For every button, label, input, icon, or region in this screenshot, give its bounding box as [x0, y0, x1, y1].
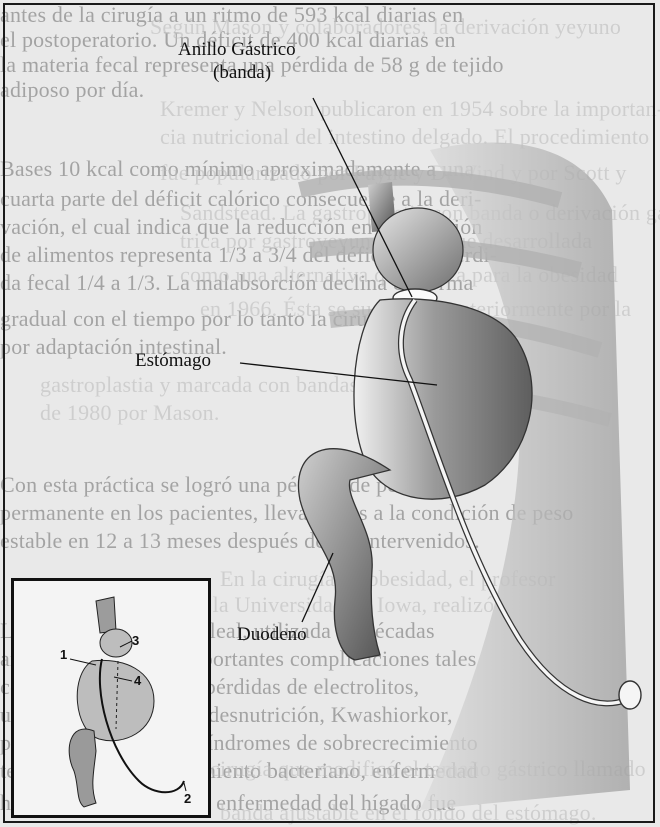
inset-leader-2 [184, 783, 186, 791]
inset-number-4: 4 [134, 673, 141, 688]
inset-number-1: 1 [60, 647, 67, 662]
label-duodenum: Duodeno [237, 624, 307, 646]
leader-line-band [313, 98, 412, 297]
inset-number-3: 3 [132, 633, 139, 648]
inset-esophagus [96, 597, 116, 633]
label-band-line2: (banda) [213, 62, 271, 84]
inset-diagram: 1 3 4 2 [11, 578, 211, 818]
inset-number-2: 2 [184, 791, 191, 806]
inset-duodenum [69, 729, 96, 807]
access-port [619, 681, 641, 709]
leader-line-duodenum [302, 553, 333, 622]
label-stomach: Estómago [135, 350, 211, 372]
duodenum-shape [298, 449, 390, 660]
gastric-pouch [373, 208, 463, 292]
label-band-line1: Anillo Gástrico [178, 39, 296, 61]
inset-drawing [14, 581, 208, 815]
